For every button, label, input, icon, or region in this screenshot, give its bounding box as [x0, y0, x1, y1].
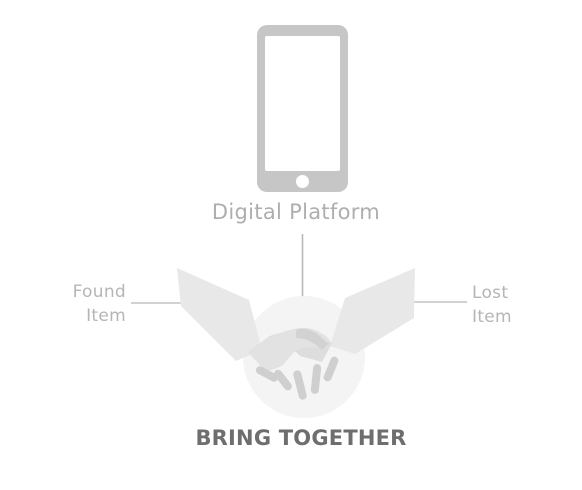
lost-item-label: Lost Item: [472, 281, 512, 329]
fingers: [255, 356, 339, 400]
smartphone-icon: [257, 25, 348, 192]
found-item-label-line1: Found: [72, 282, 126, 302]
found-item-label-line2: Item: [86, 306, 126, 326]
bring-together-label: BRING TOGETHER: [195, 426, 407, 450]
lost-item-label-line1: Lost: [472, 283, 509, 303]
lost-item-label-line2: Item: [472, 307, 512, 327]
found-item-label: Found Item: [73, 280, 126, 328]
handshake-icon: [177, 268, 415, 418]
right-sleeve: [330, 268, 415, 354]
thumb: [296, 328, 328, 350]
digital-platform-label: Digital Platform: [211, 200, 381, 224]
left-sleeve: [177, 268, 262, 361]
